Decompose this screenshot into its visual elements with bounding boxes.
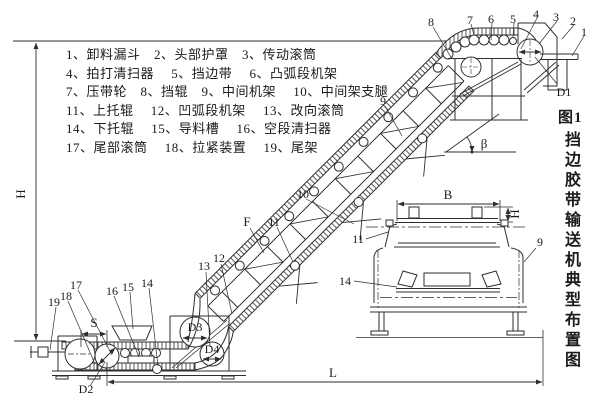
figure-caption: 图1 挡边胶带输送机典型布置图	[558, 106, 592, 387]
dimension-labels: H L S B H β	[13, 136, 522, 380]
label-5: 5	[510, 12, 516, 26]
incline-angle	[444, 113, 516, 154]
figure-number: 图1	[558, 110, 583, 126]
label-10: 10	[297, 187, 309, 201]
dim-label-l: L	[329, 365, 337, 380]
dim-label-b: B	[444, 187, 453, 202]
label-3: 3	[553, 10, 559, 24]
label-11: 11	[268, 215, 280, 229]
label-7: 7	[467, 13, 473, 27]
label-f: F	[243, 214, 250, 229]
label-4: 4	[533, 7, 539, 21]
legend-line: 11、上托辊 12、凹弧段机架 13、改向滚筒	[66, 102, 345, 118]
label-1: 1	[581, 25, 587, 39]
label-d2: D2	[79, 382, 94, 396]
label-d3: D3	[188, 320, 203, 334]
label-16: 16	[106, 284, 118, 298]
label-14: 14	[141, 276, 153, 290]
figure-title: 挡边胶带输送机典型布置图	[562, 131, 579, 371]
label-15: 15	[122, 280, 134, 294]
legend-line: 7、压带轮 8、挡辊 9、中间机架 10、中间架支腿	[66, 84, 389, 100]
height-dimension	[13, 40, 447, 342]
dim-label-s: S	[90, 315, 97, 330]
label-13: 13	[198, 259, 210, 273]
section-label-11: 11	[352, 232, 364, 246]
dim-label-h: H	[13, 189, 28, 198]
legend-line: 1、卸料漏斗 2、头部护罩 3、传动滚筒	[66, 47, 317, 62]
label-d4: D4	[205, 342, 220, 356]
section-label-9: 9	[537, 235, 543, 249]
label-17: 17	[70, 278, 82, 292]
head-assembly	[435, 22, 579, 121]
angle-label-beta: β	[481, 136, 488, 151]
label-6: 6	[488, 12, 494, 26]
length-dimension	[106, 330, 544, 386]
label-d1: D1	[557, 85, 572, 99]
section-label-14: 14	[339, 274, 351, 288]
legend-line: 17、尾部滚筒 18、拉紧装置 19、尾架	[66, 139, 319, 155]
label-12: 12	[213, 251, 225, 265]
cross-section-view	[353, 200, 543, 338]
label-9: 9	[380, 94, 386, 108]
legend-line: 4、拍打清扫器 5、挡边带 6、凸弧段机架	[66, 65, 338, 81]
label-18: 18	[60, 289, 72, 303]
parts-legend: 1、卸料漏斗 2、头部护罩 3、传动滚筒 4、拍打清扫器 5、挡边带 6、凸弧段…	[66, 46, 388, 158]
tail-assembly	[30, 293, 246, 380]
legend-line: 14、下托辊 15、导料槽 16、空段清扫器	[66, 121, 332, 137]
dim-label-section-h: H	[507, 209, 522, 218]
label-19: 19	[48, 295, 60, 309]
incline-truss	[194, 52, 475, 333]
label-2: 2	[570, 14, 576, 28]
part-number-labels: 8 7 6 5 4 3 2 1 D1 9 10 F 11 12 13 19 18…	[48, 7, 587, 396]
leader-lines	[49, 17, 585, 387]
label-8: 8	[428, 15, 434, 29]
